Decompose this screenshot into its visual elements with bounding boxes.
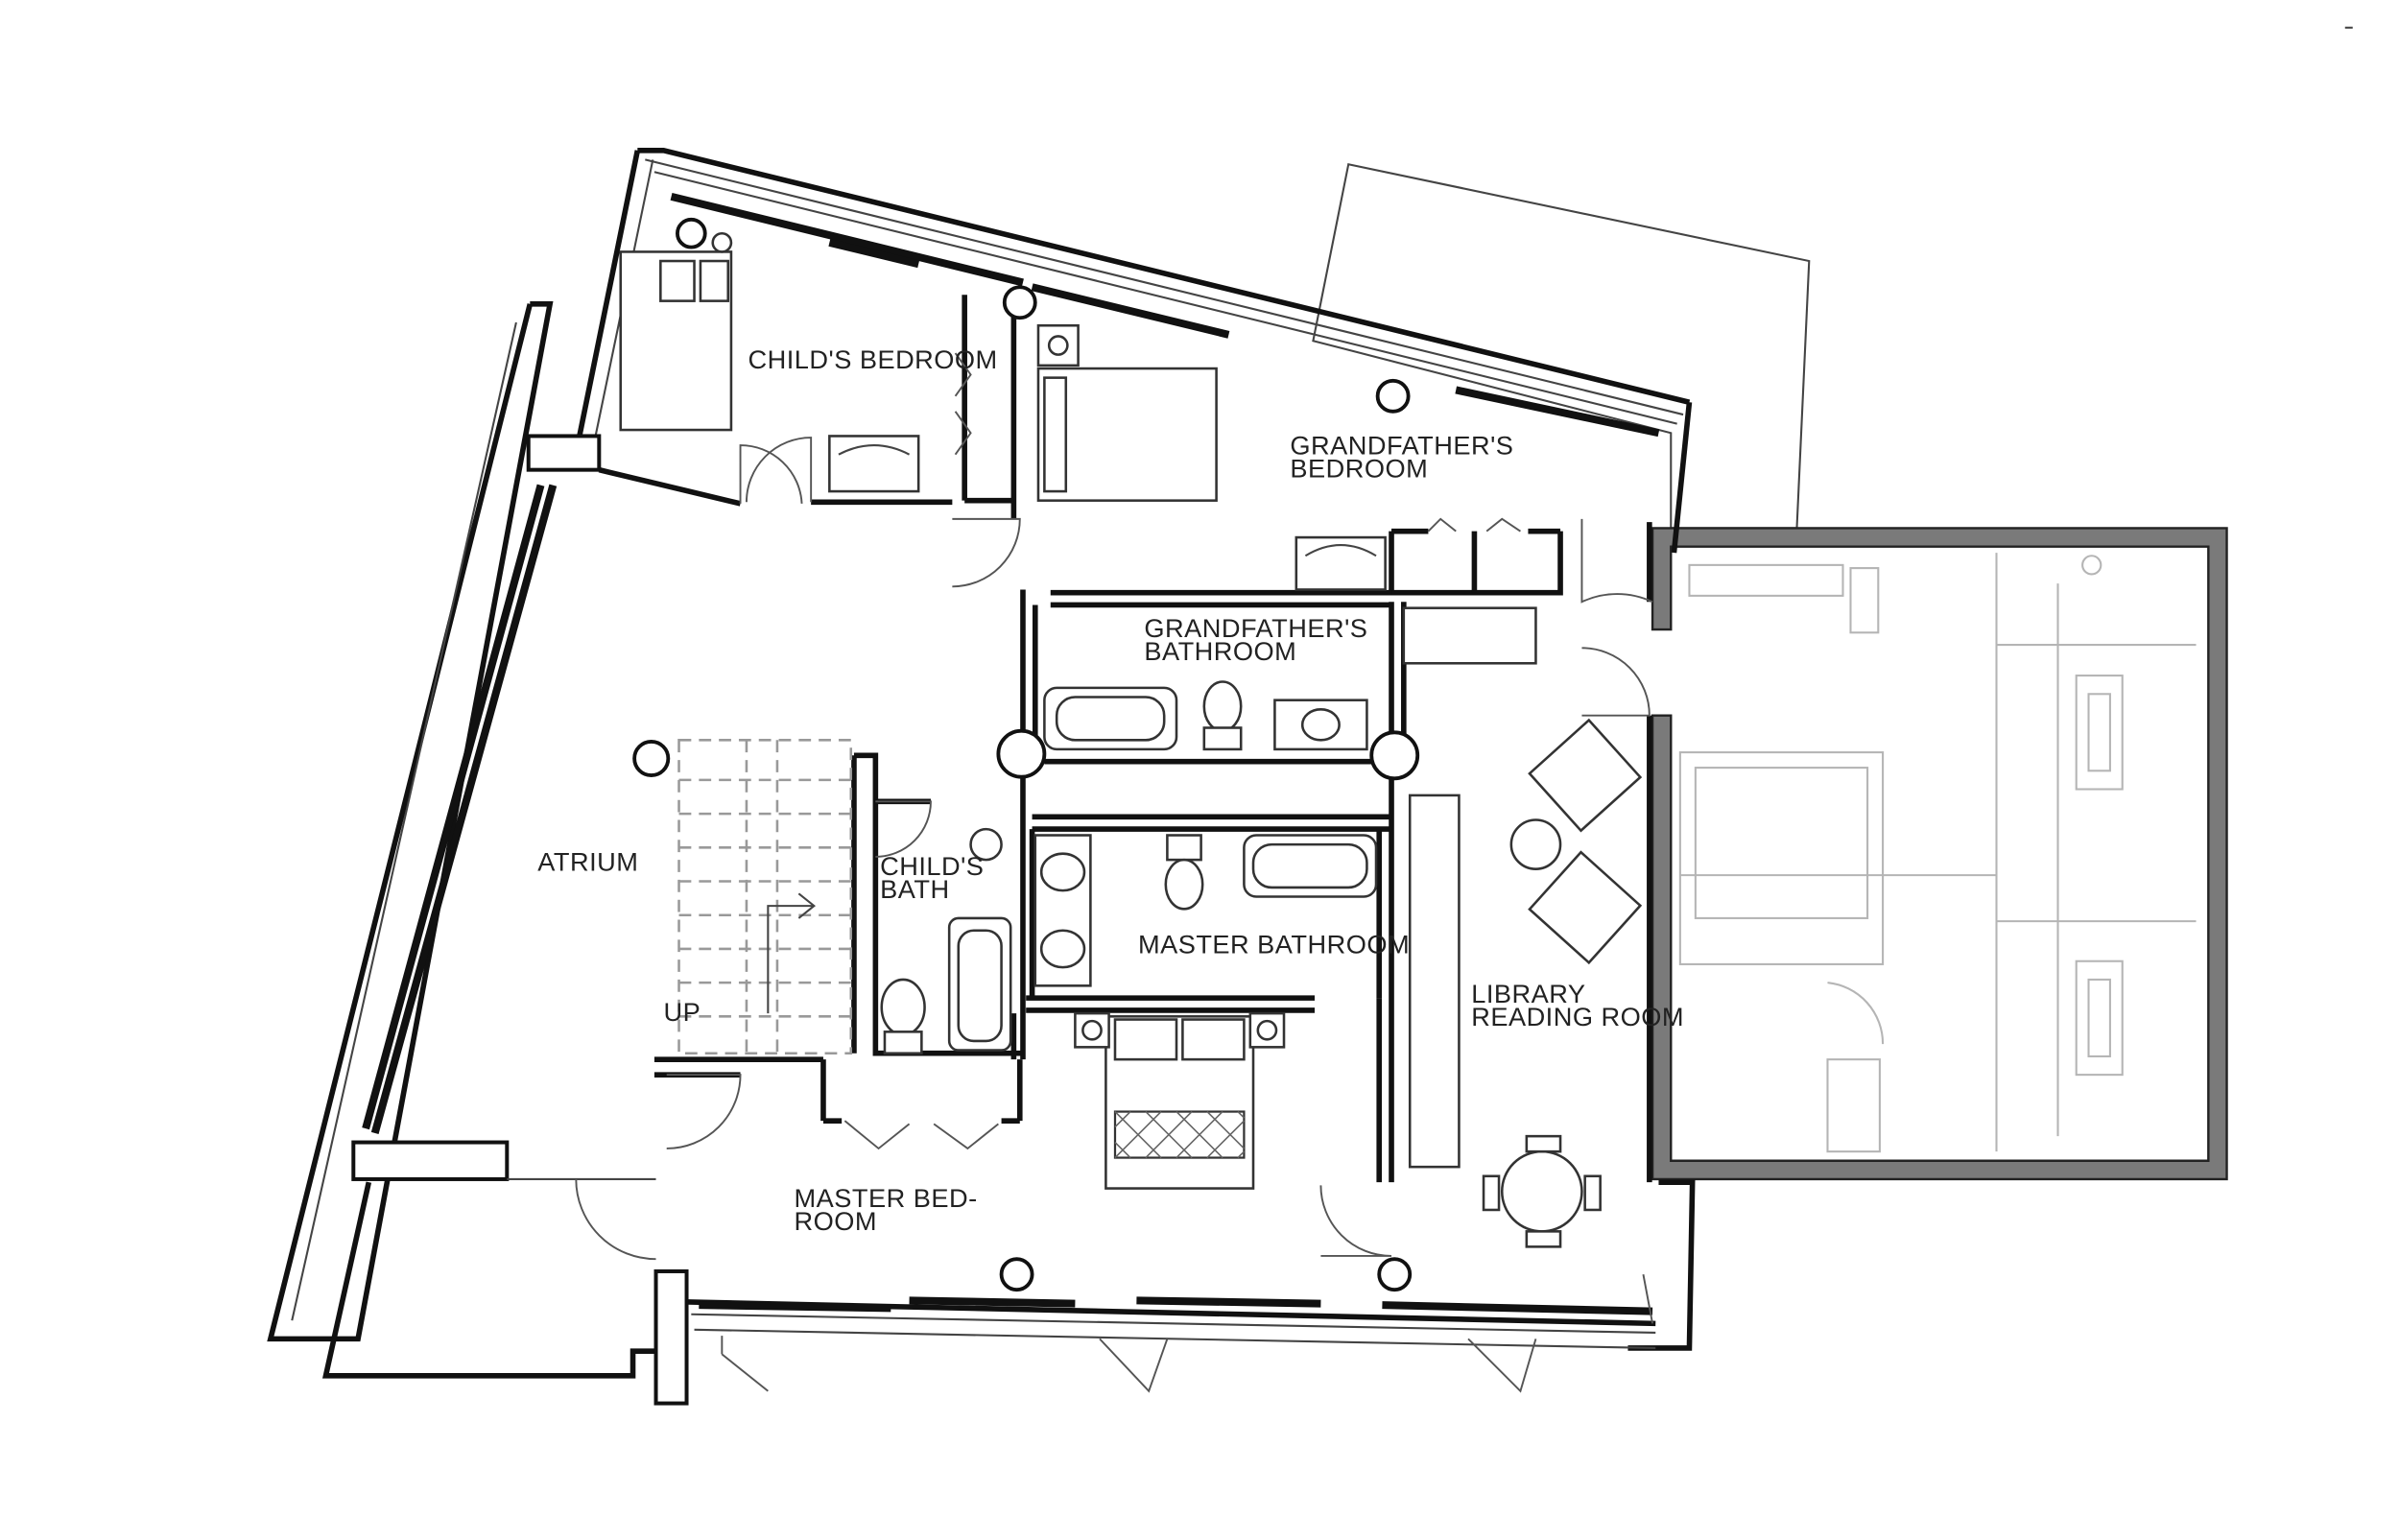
label-childs-bath-line1: CHILD'S bbox=[880, 851, 984, 881]
label-library-line1: LIBRARY bbox=[1471, 979, 1585, 1008]
label-grandfathers-bathroom-line2: BATHROOM bbox=[1144, 636, 1296, 666]
neighbor-unit bbox=[1651, 527, 2228, 1181]
label-grandfathers-bedroom-line2: BEDROOM bbox=[1290, 454, 1428, 484]
label-master-bedroom-line1: MASTER BED- bbox=[795, 1183, 978, 1213]
label-atrium: ATRIUM bbox=[537, 846, 638, 876]
interior-walls bbox=[598, 295, 1652, 1183]
label-master-bathroom: MASTER BATHROOM bbox=[1138, 930, 1410, 960]
label-library-line2: READING ROOM bbox=[1471, 1002, 1684, 1031]
label-master-bedroom-line2: ROOM bbox=[795, 1206, 878, 1236]
columns bbox=[632, 217, 1420, 1292]
label-grandfathers-bathroom-line1: GRANDFATHER'S bbox=[1144, 613, 1367, 643]
label-grandfathers-bedroom-line1: GRANDFATHER'S bbox=[1290, 431, 1513, 461]
exterior-walls bbox=[267, 148, 1696, 1406]
doors bbox=[575, 352, 1654, 1393]
room-labels: CHILD'S BEDROOM GRANDFATHER'S BEDROOM GR… bbox=[537, 344, 1684, 1236]
label-childs-bath-line2: BATH bbox=[880, 874, 949, 904]
label-stair-up: UP bbox=[664, 997, 701, 1027]
label-childs-bedroom: CHILD'S BEDROOM bbox=[748, 344, 998, 374]
fixtures bbox=[619, 231, 1643, 1248]
atrium-stair bbox=[677, 739, 853, 1055]
